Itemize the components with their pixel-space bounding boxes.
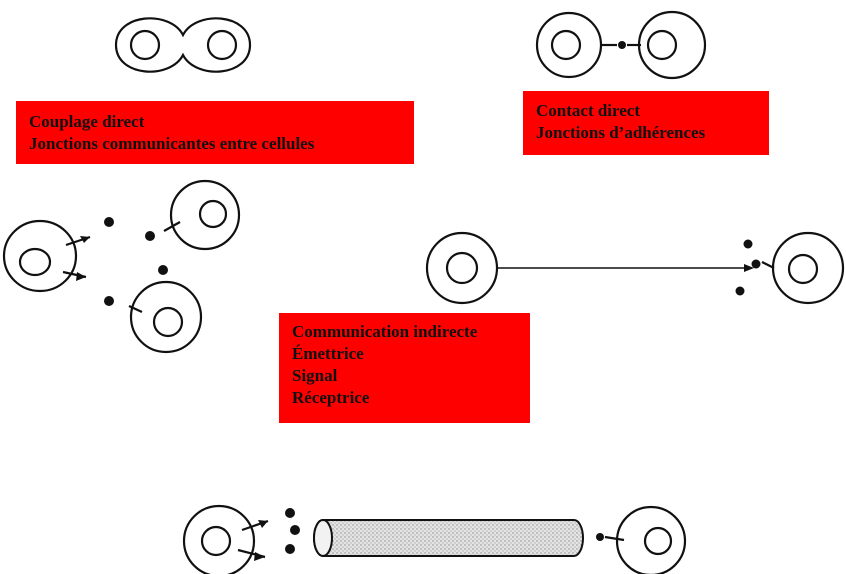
signal-molecules <box>104 41 761 554</box>
label-communication-indirecte: Communication indirecte Émettrice Signal… <box>279 313 530 423</box>
label-line: Émettrice <box>292 344 364 363</box>
label-line: Signal <box>292 366 338 385</box>
gap-junction-cell-pair <box>114 17 252 73</box>
label-line: Couplage direct <box>29 112 145 131</box>
neuronal-signaling <box>425 231 845 305</box>
label-line: Communication indirecte <box>292 322 478 341</box>
label-line: Jonctions d’adhérences <box>536 123 706 142</box>
label-contact-direct: Contact direct Jonctions d’adhérences <box>523 91 769 155</box>
adherens-junction-cell-pair <box>535 10 707 80</box>
arrowheads <box>76 236 754 561</box>
paracrine-signaling <box>2 179 241 354</box>
label-couplage-direct: Couplage direct Jonctions communicantes … <box>16 101 414 164</box>
blood-vessel <box>313 519 584 557</box>
receptor-cell <box>129 280 203 354</box>
label-line: Contact direct <box>536 101 641 120</box>
emitter-cell <box>2 219 78 293</box>
label-line: Jonctions communicantes entre cellules <box>29 134 315 153</box>
receptor-cell <box>615 505 687 574</box>
emitter-cell <box>182 504 256 574</box>
receptor-cell <box>771 231 845 305</box>
receptor-cell <box>169 179 241 251</box>
label-line: Réceptrice <box>292 388 370 407</box>
emitter-cell <box>425 231 499 305</box>
